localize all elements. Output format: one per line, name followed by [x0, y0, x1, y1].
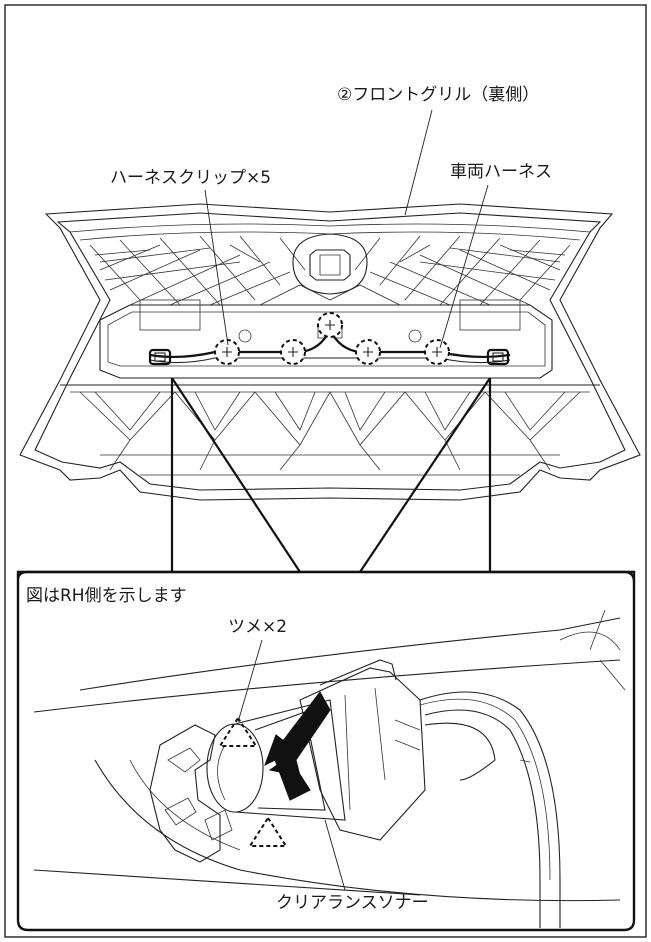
sonar-bracket: [149, 724, 233, 863]
rh-side-note: 図はRH側を示します: [26, 586, 187, 606]
vehicle-harness-label: 車両ハーネス: [450, 162, 552, 182]
front-grille-label: ②フロントグリル（裏側）: [337, 84, 539, 105]
detail-box: 図はRH側を示します ツメ×2 クリアランスソナー: [16, 570, 636, 932]
upper-mesh: [89, 233, 571, 306]
claw-markers: [218, 716, 288, 847]
sonar-wires: [419, 691, 561, 928]
front-grille-drawing: [18, 203, 641, 574]
claw-marker-upper: [218, 716, 258, 747]
harness-clip-label: ハーネスクリップ×5: [110, 168, 271, 188]
claw-label: ツメ×2: [228, 617, 287, 637]
claw-marker-lower: [248, 816, 288, 847]
clearance-sonar-label: クリアランスソナー: [276, 893, 429, 913]
clearance-sonar-body: [206, 659, 426, 841]
outer-frame: [4, 4, 647, 938]
lower-mesh: [60, 384, 600, 476]
harness-bracket: [99, 299, 553, 379]
arrow-icon: [268, 691, 331, 777]
vehicle-harness-wire: [148, 329, 511, 366]
